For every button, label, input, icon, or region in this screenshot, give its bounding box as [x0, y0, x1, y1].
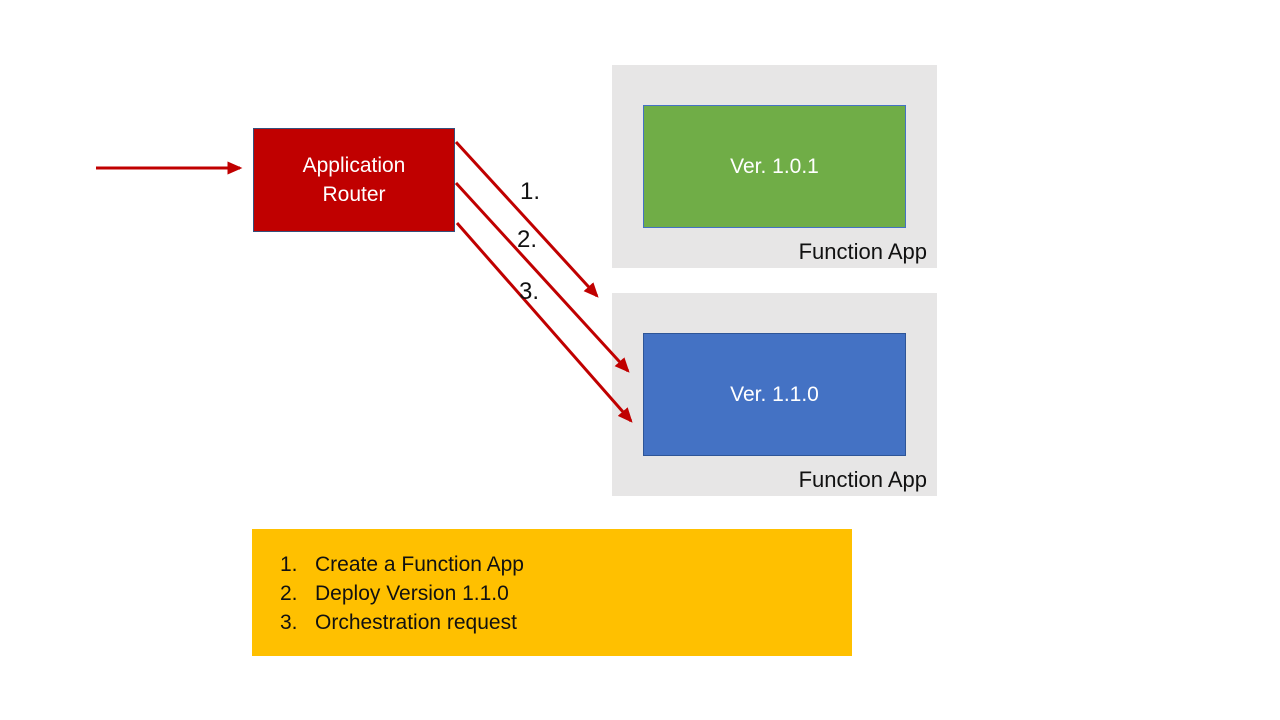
version-box-101: Ver. 1.0.1: [643, 105, 906, 228]
legend-item-2: 2. Deploy Version 1.1.0: [280, 579, 852, 608]
arrow-step-2: [454, 181, 630, 373]
arrow-label-2: 2.: [517, 226, 538, 253]
legend-box: 1. Create a Function App 2. Deploy Versi…: [252, 529, 852, 656]
legend-item-text: Deploy Version 1.1.0: [315, 582, 509, 605]
legend-item-text: Create a Function App: [315, 553, 524, 576]
function-app-label: Function App: [798, 467, 927, 492]
version-box-110: Ver. 1.1.0: [643, 333, 906, 456]
legend-item-number: 1.: [280, 553, 298, 576]
legend-item-number: 2.: [280, 582, 298, 605]
application-router-label: Application Router: [302, 154, 406, 206]
arrow-step-1: [454, 140, 599, 298]
version-label: Ver. 1.1.0: [730, 382, 819, 406]
legend-item-3: 3. Orchestration request: [280, 608, 852, 637]
function-app-container-v110: Ver. 1.1.0 Function App: [612, 293, 937, 496]
application-router-box: Application Router: [253, 128, 455, 232]
arrow-label-1: 1.: [520, 178, 541, 205]
function-app-container-v101: Ver. 1.0.1 Function App: [612, 65, 937, 268]
version-label: Ver. 1.0.1: [730, 154, 819, 178]
legend-item-number: 3.: [280, 611, 298, 634]
arrow-label-3: 3.: [519, 278, 540, 305]
function-app-label: Function App: [798, 239, 927, 264]
legend-item-1: 1. Create a Function App: [280, 550, 852, 579]
legend-item-text: Orchestration request: [315, 611, 517, 634]
arrow-step-3: [455, 222, 633, 423]
